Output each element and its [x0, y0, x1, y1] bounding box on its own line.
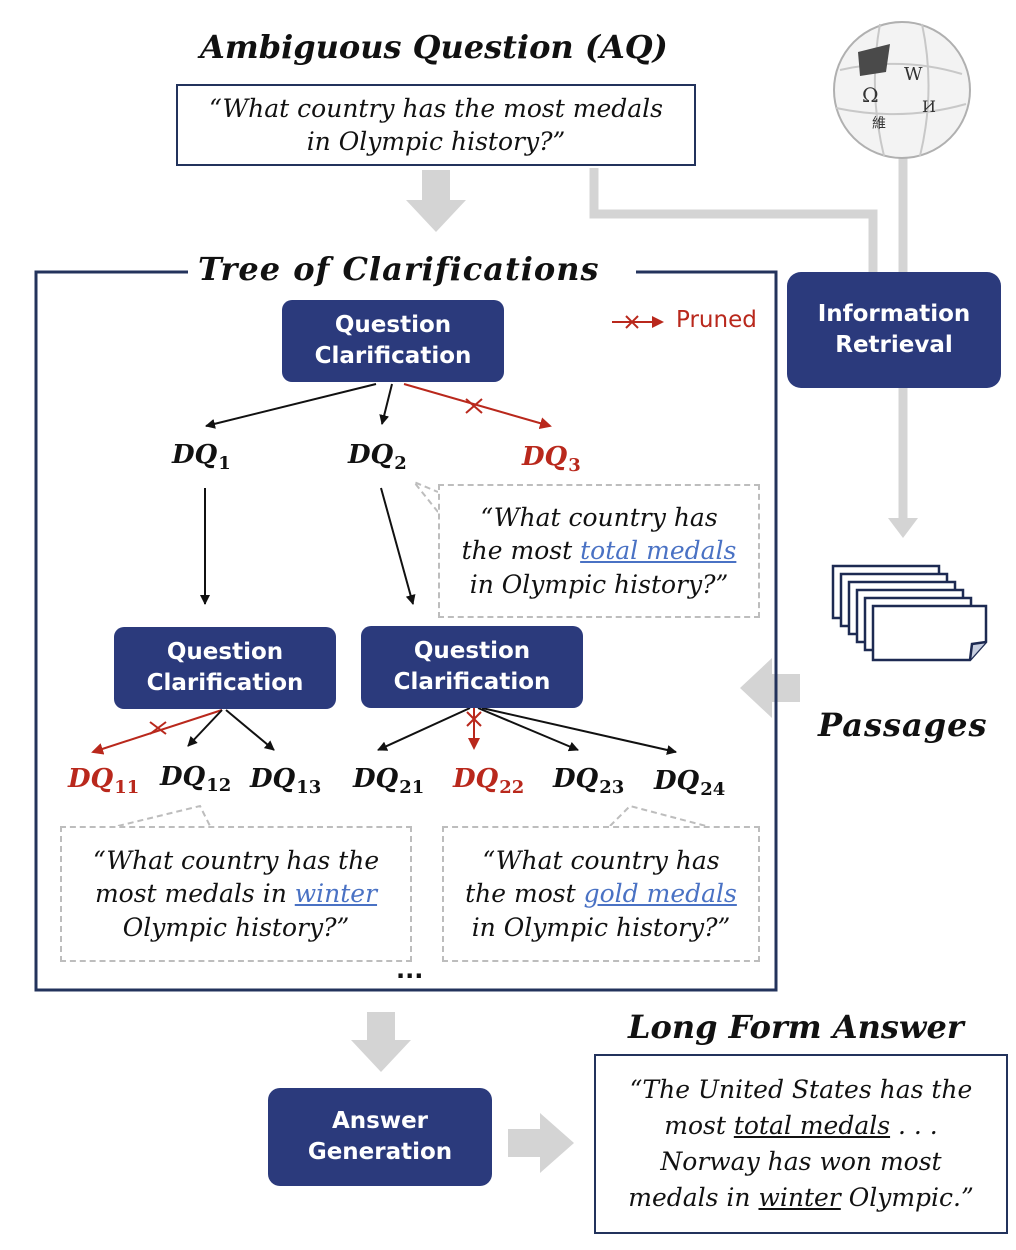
answer-gen-line1: Answer: [331, 1107, 429, 1134]
lfa-line2: most total medals . . .: [664, 1110, 938, 1140]
right-qc-edges: [377, 707, 677, 755]
passages-icon: [831, 564, 988, 662]
tree-frame: [34, 270, 778, 992]
passages-label: Passages: [818, 706, 988, 744]
dq2-callout-line1: “What country has: [480, 503, 718, 533]
dq2-callout: “What country has the most total medals …: [438, 484, 760, 618]
answer-right-arrow: [508, 1113, 574, 1173]
dq-3-pruned: DQ3: [522, 442, 581, 476]
wiki-glyph-wei: 維: [872, 116, 886, 132]
dq24-callout-line2: the most gold medals: [465, 879, 737, 909]
aq-question-line1: “What country has the most medals: [209, 93, 663, 123]
root-edges: [205, 383, 552, 430]
passages-left-arrow: [740, 658, 800, 718]
wikipedia-globe-icon: Ω W 維 И: [833, 21, 971, 159]
dq12-callout: “What country has the most medals in win…: [60, 826, 412, 962]
dq12-callout-line2: most medals in winter: [94, 879, 378, 909]
qc-right-line1: Question: [413, 637, 531, 664]
tree-title: Tree of Clarifications: [198, 250, 600, 288]
qc-right-line2: Clarification: [393, 669, 551, 695]
wiki-glyph-i: И: [922, 97, 936, 116]
tree-ellipsis: ...: [396, 956, 424, 984]
dq2-callout-line2: the most total medals: [461, 536, 737, 566]
lfa-underline-total-medals: total medals: [733, 1110, 891, 1140]
aq-box: “What country has the most medals in Oly…: [176, 84, 696, 166]
dq24-callout: “What country has the most gold medals i…: [442, 826, 760, 962]
ir-line1: Information: [817, 300, 971, 327]
dq24-highlight-gold-medals: gold medals: [583, 879, 737, 909]
dq12-highlight-winter: winter: [294, 879, 378, 909]
dq-21: DQ21: [353, 764, 425, 798]
retrieval-connectors: [589, 158, 908, 520]
dq-11-pruned: DQ11: [68, 764, 140, 798]
wiki-glyph-w: W: [904, 64, 923, 85]
dq-2: DQ2: [348, 440, 407, 474]
lfa-underline-winter: winter: [758, 1183, 841, 1213]
pruned-legend-arrow: [612, 315, 664, 329]
wiki-glyph-omega: Ω: [862, 83, 879, 107]
dq12-callout-line3: Olympic history?”: [122, 912, 350, 942]
qc-root-line1: Question: [334, 311, 452, 338]
dq-to-qc-edges: [200, 487, 416, 605]
aq-title: Ambiguous Question (AQ): [200, 28, 668, 66]
dq-12: DQ12: [160, 762, 232, 796]
dq2-highlight-total-medals: total medals: [580, 536, 737, 566]
dq24-callout-line3: in Olympic history?”: [471, 912, 731, 942]
dq-24: DQ24: [654, 766, 726, 800]
dq2-callout-line3: in Olympic history?”: [469, 569, 729, 599]
dq24-callout-line1: “What country has: [482, 846, 720, 876]
long-form-answer-title: Long Form Answer: [628, 1008, 964, 1046]
lfa-line4: medals in winter Olympic.”: [628, 1183, 974, 1213]
tree-down-arrow: [351, 1012, 411, 1072]
qc-root-line2: Clarification: [314, 343, 472, 369]
left-qc-edges: [91, 709, 275, 755]
ir-to-passages-arrow: [888, 518, 918, 538]
lfa-line1: “The United States has the: [629, 1074, 973, 1104]
aq-question-line2: in Olympic history?”: [306, 127, 566, 156]
dq-23: DQ23: [553, 764, 625, 798]
long-form-answer-box: “The United States has the most total me…: [594, 1054, 1008, 1234]
dq-13: DQ13: [250, 764, 322, 798]
qc-left-line2: Clarification: [146, 670, 304, 696]
callout-pointers: [117, 481, 707, 827]
pruned-legend-label: Pruned: [676, 307, 757, 333]
dq-22-pruned: DQ22: [453, 764, 525, 798]
qc-left-line1: Question: [166, 638, 284, 665]
ir-line2: Retrieval: [835, 332, 953, 358]
answer-gen-line2: Generation: [307, 1139, 453, 1165]
lfa-line3: Norway has won most: [660, 1147, 942, 1176]
dq-1: DQ1: [172, 440, 231, 474]
dq12-callout-line1: “What country has the: [92, 846, 380, 876]
aq-down-arrow: [406, 170, 466, 232]
